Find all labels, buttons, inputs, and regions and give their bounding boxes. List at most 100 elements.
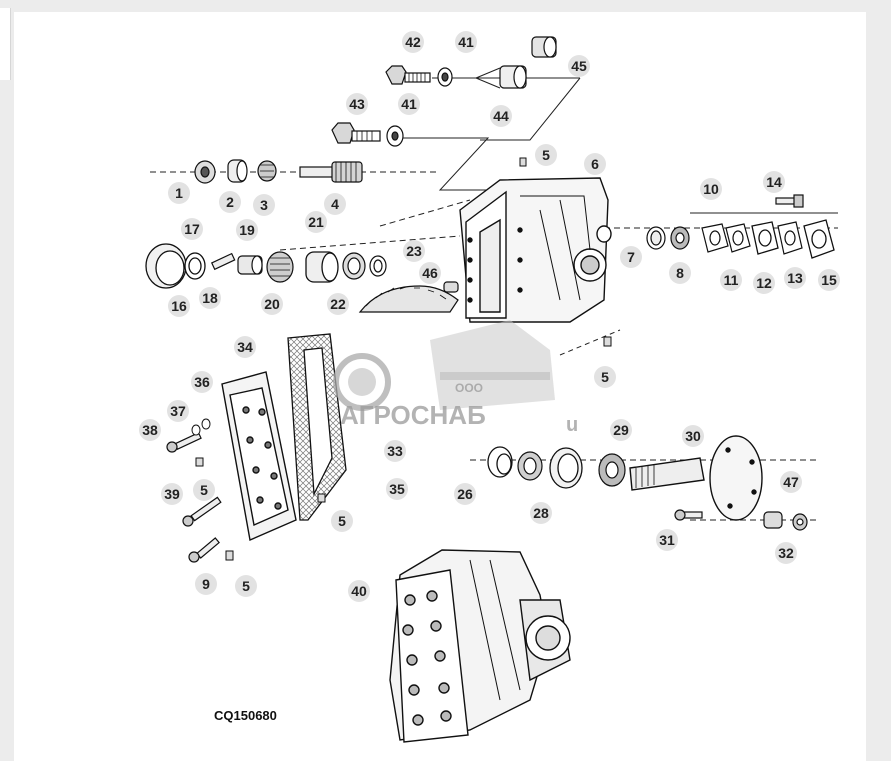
axle-shaft-30 xyxy=(629,435,763,521)
bolt-9 xyxy=(188,537,220,563)
callout-badge xyxy=(235,575,257,597)
callout-number: 13 xyxy=(787,270,803,286)
callout-badge xyxy=(763,171,785,193)
callout-number: 14 xyxy=(766,174,782,190)
callout-35: 35 xyxy=(386,478,408,500)
pinion-shaft-4 xyxy=(299,161,363,183)
bolt-14 xyxy=(775,194,804,208)
callout-11: 11 xyxy=(720,269,742,291)
callout-19: 19 xyxy=(236,219,258,241)
ring-23 xyxy=(369,255,387,277)
callout-8: 8 xyxy=(669,262,691,284)
callout-number: 23 xyxy=(406,243,422,259)
callout-number: 39 xyxy=(164,486,180,502)
callout-33: 33 xyxy=(384,440,406,462)
callout-number: 37 xyxy=(170,403,186,419)
callout-5b: 5 xyxy=(594,366,616,388)
callout-6: 6 xyxy=(584,153,606,175)
callout-number: 38 xyxy=(142,422,158,438)
figure-reference-code: CQ150680 xyxy=(214,708,277,723)
callout-18: 18 xyxy=(199,287,221,309)
callout-number: 5 xyxy=(601,369,609,385)
callout-badge xyxy=(700,178,722,200)
callout-46: 46 xyxy=(419,262,441,284)
callout-40: 40 xyxy=(348,580,370,602)
callout-badge xyxy=(455,31,477,53)
callout-21: 21 xyxy=(305,211,327,233)
callout-number: 3 xyxy=(260,197,268,213)
callout-badge xyxy=(161,483,183,505)
washer-36 xyxy=(201,418,211,430)
callout-number: 28 xyxy=(533,505,549,521)
callout-26: 26 xyxy=(454,483,476,505)
nut-8 xyxy=(670,226,690,250)
assembled-unit-40 xyxy=(389,549,571,743)
nut-1 xyxy=(194,160,216,184)
plug-5-top xyxy=(519,157,527,167)
callout-badge xyxy=(253,194,275,216)
callout-number: 4 xyxy=(331,196,339,212)
callout-number: 46 xyxy=(422,265,438,281)
callout-1: 1 xyxy=(168,182,190,204)
callout-badge xyxy=(780,471,802,493)
callout-badge xyxy=(594,366,616,388)
callout-badge xyxy=(610,419,632,441)
callout-41b: 41 xyxy=(398,93,420,115)
callout-23: 23 xyxy=(403,240,425,262)
bearing-20 xyxy=(266,251,294,283)
callout-number: 40 xyxy=(351,583,367,599)
callout-number: 12 xyxy=(756,275,772,291)
pin-46 xyxy=(443,281,459,293)
callout-12: 12 xyxy=(753,272,775,294)
callout-5e: 5 xyxy=(235,575,257,597)
callout-badge xyxy=(720,269,742,291)
callout-31: 31 xyxy=(656,529,678,551)
bushing-44 xyxy=(499,65,527,89)
side-panel-edge xyxy=(0,8,11,80)
pin-18 xyxy=(210,252,236,271)
callout-number: 19 xyxy=(239,222,255,238)
callout-29: 29 xyxy=(610,419,632,441)
callout-badge xyxy=(195,573,217,595)
watermark-suffix: u xyxy=(566,414,578,436)
callout-number: 2 xyxy=(226,194,234,210)
plate-13 xyxy=(777,221,803,255)
watermark-prefix: ООО xyxy=(455,381,483,395)
callout-number: 41 xyxy=(458,34,474,50)
callout-number: 15 xyxy=(821,272,837,288)
collar-21 xyxy=(305,251,339,283)
callout-number: 36 xyxy=(194,374,210,390)
callout-badge xyxy=(568,55,590,77)
callout-badge xyxy=(181,218,203,240)
watermark-brand: АГРОСНАБ xyxy=(340,400,486,430)
callout-2: 2 xyxy=(219,191,241,213)
washer-41b xyxy=(386,125,404,147)
callout-badge xyxy=(384,440,406,462)
callout-number: 44 xyxy=(493,108,509,124)
ring-gear-partial xyxy=(358,285,459,313)
callout-badge xyxy=(403,240,425,262)
callout-16: 16 xyxy=(168,295,190,317)
callout-number: 26 xyxy=(457,486,473,502)
callout-number: 29 xyxy=(613,422,629,438)
callout-number: 5 xyxy=(242,578,250,594)
callout-38: 38 xyxy=(139,419,161,441)
callout-number: 16 xyxy=(171,298,187,314)
callout-badge xyxy=(168,182,190,204)
callout-badge xyxy=(669,262,691,284)
callout-badge xyxy=(535,144,557,166)
callout-number: 1 xyxy=(175,185,183,201)
callout-number: 31 xyxy=(659,532,675,548)
bolt-43 xyxy=(331,122,381,144)
bearing-3 xyxy=(257,160,277,182)
callout-47: 47 xyxy=(780,471,802,493)
callout-number: 11 xyxy=(724,272,739,288)
callout-number: 6 xyxy=(591,156,599,172)
callout-number: 41 xyxy=(401,96,417,112)
callout-number: 33 xyxy=(387,443,403,459)
callout-5c: 5 xyxy=(193,479,215,501)
callout-43: 43 xyxy=(346,93,368,115)
callout-badge xyxy=(193,479,215,501)
callout-number: 5 xyxy=(200,482,208,498)
